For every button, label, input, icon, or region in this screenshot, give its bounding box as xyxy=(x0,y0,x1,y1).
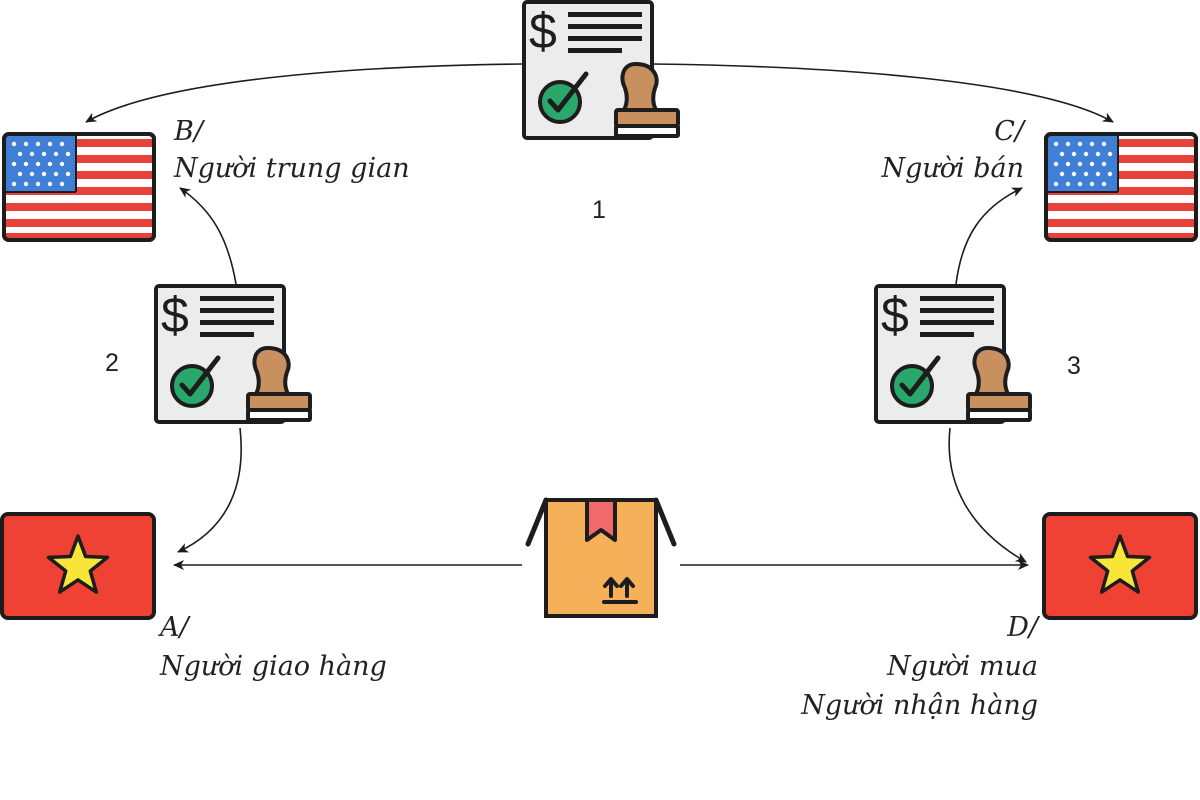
party-b-letter: B/ xyxy=(173,116,206,147)
arrow-doc3-to-d xyxy=(948,427,1027,563)
party-b-role: Người trung gian xyxy=(173,153,410,184)
arrow-doc1-to-c xyxy=(651,63,1114,123)
arrow-doc2-to-a xyxy=(177,427,242,553)
document-2-number: 2 xyxy=(105,349,119,377)
stamped-invoice-icon xyxy=(156,286,310,422)
party-d-role-receiver: Người nhận hàng xyxy=(800,690,1038,721)
party-d-letter: D/ xyxy=(1006,612,1041,643)
party-d-role-buyer: Người mua xyxy=(886,651,1038,682)
arrow-doc3-to-c xyxy=(955,187,1023,285)
stamped-invoice-icon xyxy=(876,286,1030,422)
flag-vietnam-icon xyxy=(1042,512,1198,620)
flag-vietnam-icon xyxy=(0,512,156,620)
arrow-doc2-to-b xyxy=(179,187,237,285)
document-1-number: 1 xyxy=(592,196,606,224)
flag-usa-icon xyxy=(1044,132,1198,242)
shipping-box-icon xyxy=(528,500,674,616)
arrow-doc1-to-b xyxy=(85,63,523,123)
stamped-invoice-icon xyxy=(524,2,678,138)
party-c-letter: C/ xyxy=(994,116,1027,147)
party-a-letter: A/ xyxy=(157,612,191,643)
party-a-role: Người giao hàng xyxy=(159,651,387,682)
party-c-role: Người bán xyxy=(880,153,1024,184)
document-3-number: 3 xyxy=(1067,352,1081,380)
flag-usa-icon xyxy=(2,132,156,242)
